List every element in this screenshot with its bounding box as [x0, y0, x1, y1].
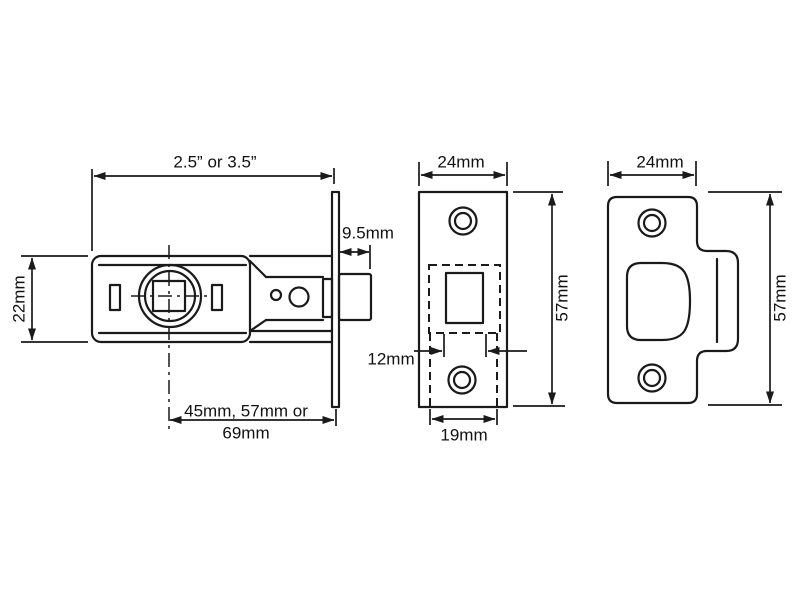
sp-width-label: 24mm	[636, 153, 683, 172]
strike-screw-hole-bottom-outer	[637, 363, 667, 393]
faceplate-screw-hole-bottom-outer	[447, 365, 477, 395]
faceplate-dimensions: 24mm 57mm 12mm 19mm	[367, 153, 571, 445]
strike-screw-hole-top-outer	[637, 208, 667, 238]
cutout-width-label: 19mm	[440, 426, 487, 445]
mortice-cutout-dashed	[428, 264, 501, 334]
backset-dim-label-line2: 69mm	[222, 424, 269, 443]
strike-plate-view	[606, 195, 740, 405]
case-neck-top-slant	[248, 259, 268, 279]
latch-bolt-front	[444, 271, 485, 325]
fp-width-label: 24mm	[437, 153, 484, 172]
sp-height-label: 57mm	[771, 274, 790, 321]
case-neck-bottom-slant	[248, 318, 268, 333]
faceplate-screw-hole-top-outer	[448, 206, 478, 236]
strike-plate-dimensions: 24mm 57mm	[607, 153, 790, 406]
tube-large-hole	[288, 286, 310, 308]
length-dim-label: 2.5” or 3.5”	[173, 153, 256, 172]
projection-dim-label: 9.5mm	[342, 224, 394, 243]
bolt-width-label: 12mm	[367, 350, 414, 369]
faceplate-screw-hole-top-inner	[453, 211, 473, 231]
tube-small-hole	[269, 288, 283, 302]
faceplate-screw-hole-bottom-inner	[452, 370, 472, 390]
latch-case-outline	[90, 254, 252, 344]
faceplate-outline	[417, 190, 509, 409]
case-slot-right	[210, 283, 224, 312]
faceplate-front-view	[417, 190, 509, 409]
strike-latch-opening	[625, 261, 692, 342]
strike-screw-hole-top-inner	[642, 213, 662, 233]
case-slot-left	[108, 283, 122, 312]
bolt-housing-end	[321, 277, 334, 319]
side-view-latch-body	[90, 190, 373, 430]
latch-bolt-side	[337, 272, 373, 322]
strike-plate-outline	[606, 195, 740, 405]
backset-dim-label-line1: 45mm, 57mm or	[184, 402, 308, 421]
strike-screw-hole-bottom-inner	[642, 368, 662, 388]
side-view-dimensions: 2.5” or 3.5” 9.5mm 22mm 45mm, 57mm or 69…	[10, 153, 394, 443]
fp-height-label: 57mm	[553, 274, 572, 321]
height-dim-label: 22mm	[10, 275, 29, 322]
